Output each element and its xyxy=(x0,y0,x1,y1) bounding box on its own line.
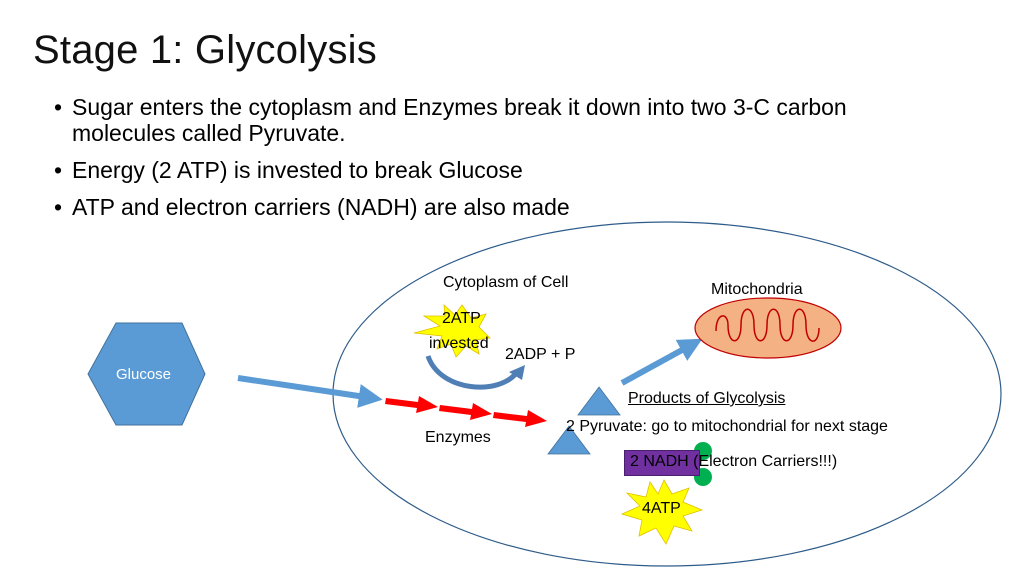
bullet-item: Sugar enters the cytoplasm and Enzymes b… xyxy=(52,94,952,146)
glucose-label: Glucose xyxy=(116,366,172,383)
mitochondria-arrow xyxy=(620,338,703,386)
enzyme-arrow xyxy=(493,410,547,427)
pyruvate-label: 2 Pyruvate: go to mitochondrial for next… xyxy=(566,418,888,435)
nadh-box xyxy=(624,450,700,476)
nadh-label: 2 NADH (Electron Carriers!!!) xyxy=(630,453,838,470)
atp-made-starburst xyxy=(620,479,704,545)
enzyme-arrows xyxy=(385,396,547,427)
mitochondria-label: Mitochondria xyxy=(711,281,803,298)
bullet-list: Sugar enters the cytoplasm and Enzymes b… xyxy=(52,94,952,231)
enzyme-arrow xyxy=(385,396,438,413)
mitochondria-cristae xyxy=(715,308,820,342)
atp-recycle-arrow xyxy=(425,355,520,390)
pyruvate-triangle xyxy=(577,386,621,416)
atp-invested-label-2: invested xyxy=(429,335,489,352)
adp-label: 2ADP + P xyxy=(505,346,576,363)
products-heading: Products of Glycolysis xyxy=(628,390,786,407)
slide-title: Stage 1: Glycolysis xyxy=(33,28,377,72)
enzymes-label: Enzymes xyxy=(425,429,491,446)
atp-made-label: 4ATP xyxy=(642,500,681,517)
arrowhead xyxy=(509,365,525,380)
cytoplasm-label: Cytoplasm of Cell xyxy=(443,274,569,291)
pyruvate-triangle xyxy=(547,425,591,455)
glucose-hexagon xyxy=(87,322,206,426)
glucose-entry-arrow xyxy=(237,375,383,408)
bullet-item: ATP and electron carriers (NADH) are als… xyxy=(52,194,952,220)
enzyme-arrow xyxy=(439,403,492,420)
atp-invested-starburst xyxy=(413,304,491,358)
atp-invested-label: 2ATP xyxy=(442,310,481,327)
bullet-item: Energy (2 ATP) is invested to break Gluc… xyxy=(52,157,952,183)
